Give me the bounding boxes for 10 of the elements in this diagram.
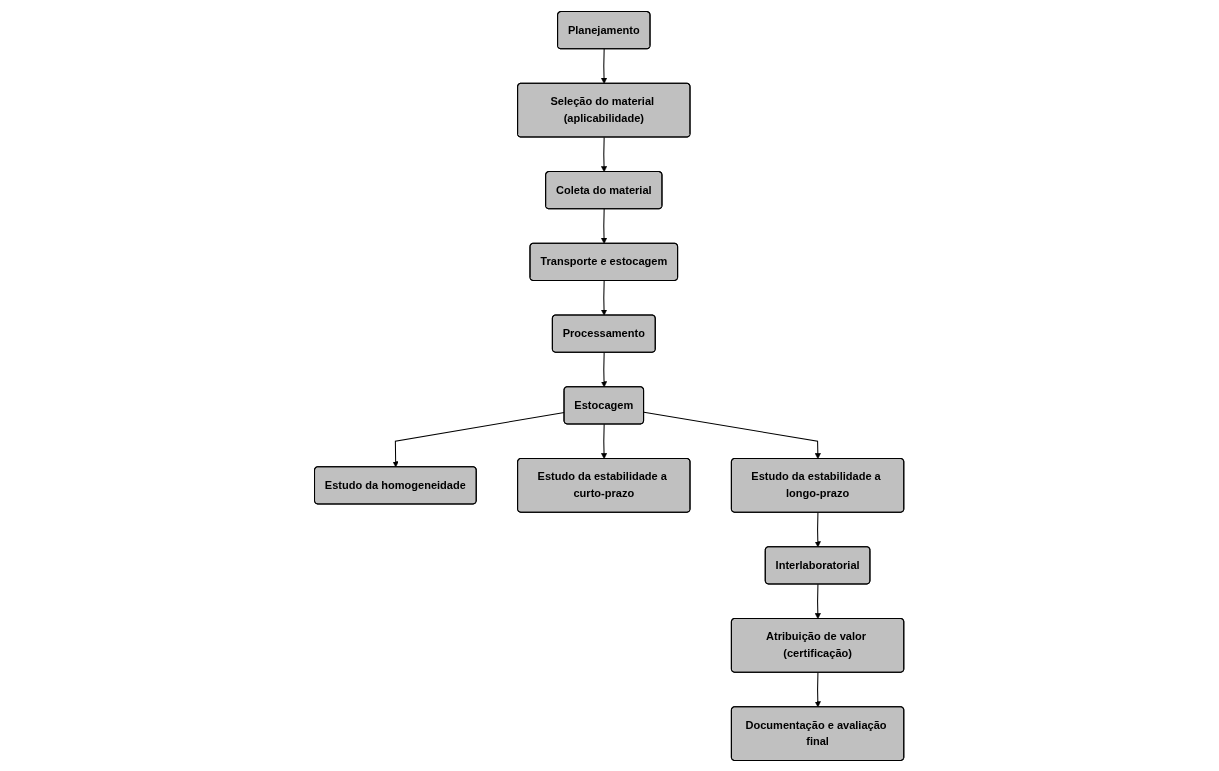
- arrow: [815, 671, 822, 707]
- arrow: [601, 279, 608, 316]
- arrow: [601, 48, 608, 84]
- arrow: [601, 423, 608, 459]
- arrow: [601, 208, 608, 244]
- arrow: [643, 411, 822, 459]
- arrow: [601, 136, 608, 172]
- arrow: [815, 511, 822, 547]
- arrow: [815, 583, 822, 619]
- arrow: [601, 351, 608, 387]
